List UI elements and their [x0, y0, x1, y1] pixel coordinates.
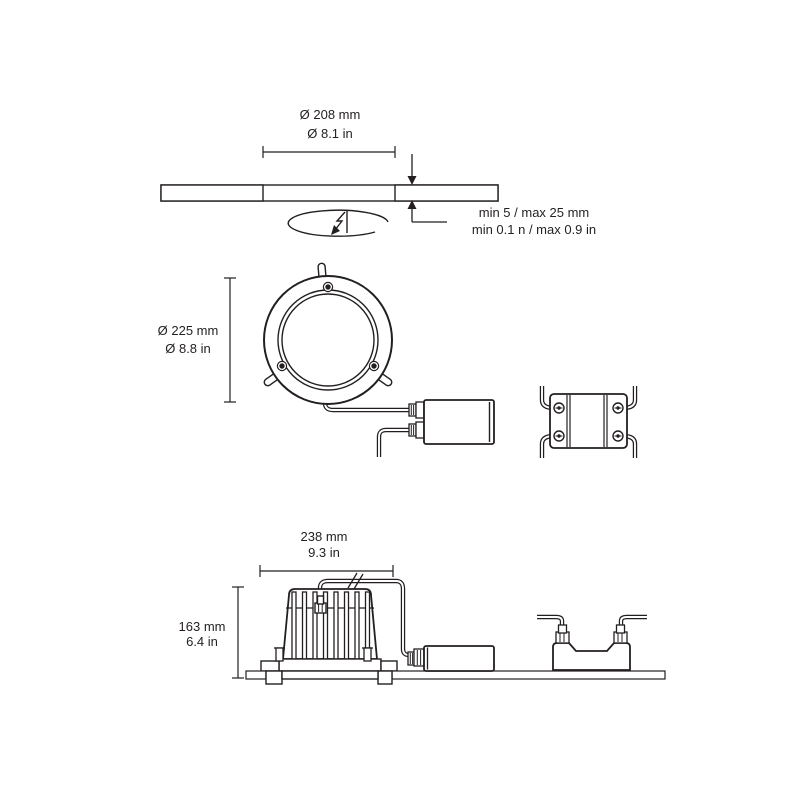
driver-box-top-view — [376, 399, 495, 457]
ceiling-cross-section — [160, 184, 499, 202]
cutout-diameter-label: Ø 208 mm Ø 8.1 in — [300, 105, 361, 143]
trim-screws — [276, 281, 380, 372]
bracket-side-gland-left — [555, 624, 570, 644]
fixture-width-mm: 238 mm — [300, 529, 348, 544]
left-spring-clip — [274, 647, 285, 662]
fixture-height-in: 6.4 in — [186, 634, 218, 649]
bracket-side-body — [552, 642, 631, 671]
width-dimension-line — [259, 565, 394, 577]
trim-below-ceiling — [265, 670, 393, 685]
fixture-front-view — [263, 262, 412, 413]
fixture-diameter-in: Ø 8.8 in — [165, 341, 211, 356]
cable-gland-bottom — [408, 421, 425, 439]
cable-break-mark — [347, 572, 364, 590]
cutout-dimension-line — [262, 146, 396, 158]
fixture-diameter-label: Ø 225 mm Ø 8.8 in — [158, 322, 219, 358]
fixture-diameter-mm: Ø 225 mm — [157, 323, 219, 338]
driver-side-gland — [407, 648, 425, 667]
cutout-diameter-in: Ø 8.1 in — [307, 126, 353, 141]
fixture-width-in: 9.3 in — [308, 545, 340, 560]
left-bracket-arm — [260, 660, 280, 672]
mains-lead — [376, 427, 412, 457]
top-cable-gland — [314, 595, 327, 614]
mounting-bracket-top-view — [539, 386, 638, 458]
fixture-height-mm: 163 mm — [178, 619, 226, 634]
right-spring-clip — [362, 647, 373, 662]
cutout-diameter-mm: Ø 208 mm — [299, 107, 361, 122]
front-diameter-dimension-line — [224, 277, 236, 403]
right-bracket-arm — [380, 660, 398, 672]
fixture-side-view — [260, 588, 398, 672]
fixture-height-label: 163 mm 6.4 in — [179, 619, 226, 649]
bracket-side-gland-right — [613, 624, 628, 644]
side-cable — [317, 572, 410, 658]
rotate-lock-icon — [287, 209, 389, 237]
ceiling-thickness-in: min 0.1 n / max 0.9 in — [471, 222, 597, 237]
ceiling-thickness-mm: min 5 / max 25 mm — [478, 205, 590, 220]
fixture-width-label: 238 mm 9.3 in — [301, 529, 348, 561]
driver-box-side-view — [407, 645, 495, 672]
thickness-arrows — [407, 154, 447, 223]
height-dimension-line — [232, 586, 244, 679]
bracket-screws — [553, 402, 624, 442]
mounting-bracket-side-view — [537, 614, 647, 671]
cable-gland-top — [408, 401, 425, 419]
bracket-side-wires — [537, 614, 647, 627]
ceiling-thickness-label: min 5 / max 25 mm min 0.1 n / max 0.9 in — [472, 204, 596, 238]
